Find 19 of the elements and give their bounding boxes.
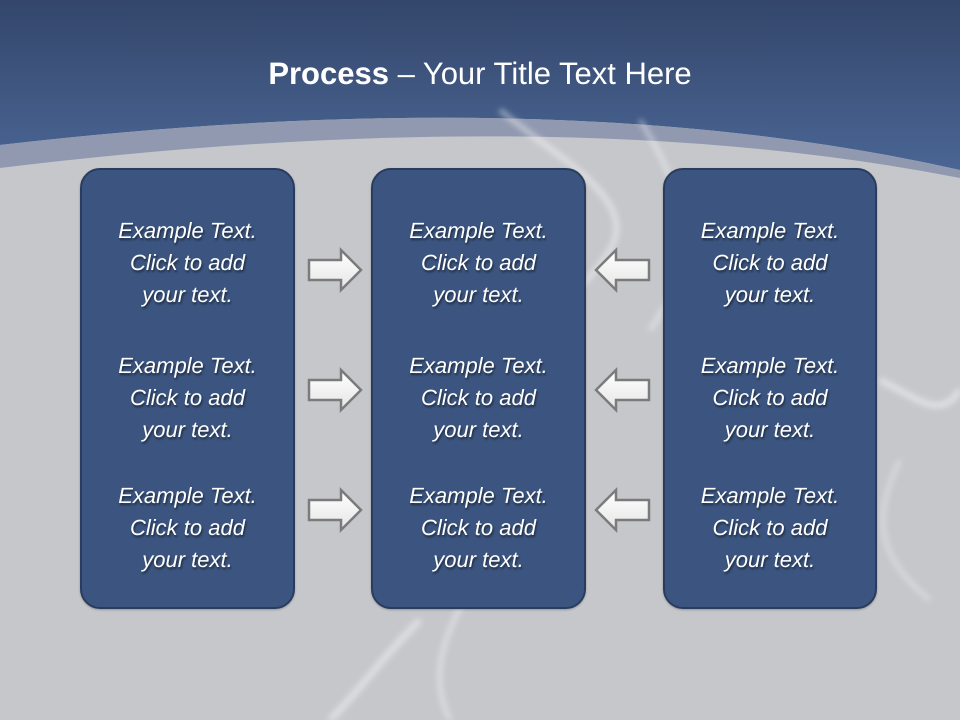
block-arrow (308, 366, 363, 414)
panel-text: Example Text. Click to add your text. (117, 482, 258, 574)
panel-text: Example Text. Click to add your text. (408, 482, 549, 574)
panel-text: Example Text. Click to add your text. (117, 352, 258, 444)
process-panel (371, 168, 586, 609)
slide-title: Process – Your Title Text Here (268, 55, 692, 93)
panel-text: Example Text. Click to add your text. (700, 482, 840, 574)
block-arrow (594, 246, 650, 294)
process-panel (80, 168, 295, 609)
panel-text: Example Text. Click to add your text. (408, 352, 549, 444)
block-arrow (308, 486, 363, 534)
panel-text: Example Text. Click to add your text. (700, 217, 840, 309)
block-arrow (308, 246, 363, 294)
block-arrow (594, 486, 650, 534)
panel-text: Example Text. Click to add your text. (700, 352, 840, 444)
panel-text: Example Text. Click to add your text. (408, 217, 549, 309)
panel-text: Example Text. Click to add your text. (117, 217, 258, 309)
process-panel (663, 168, 877, 609)
block-arrow (594, 366, 650, 414)
